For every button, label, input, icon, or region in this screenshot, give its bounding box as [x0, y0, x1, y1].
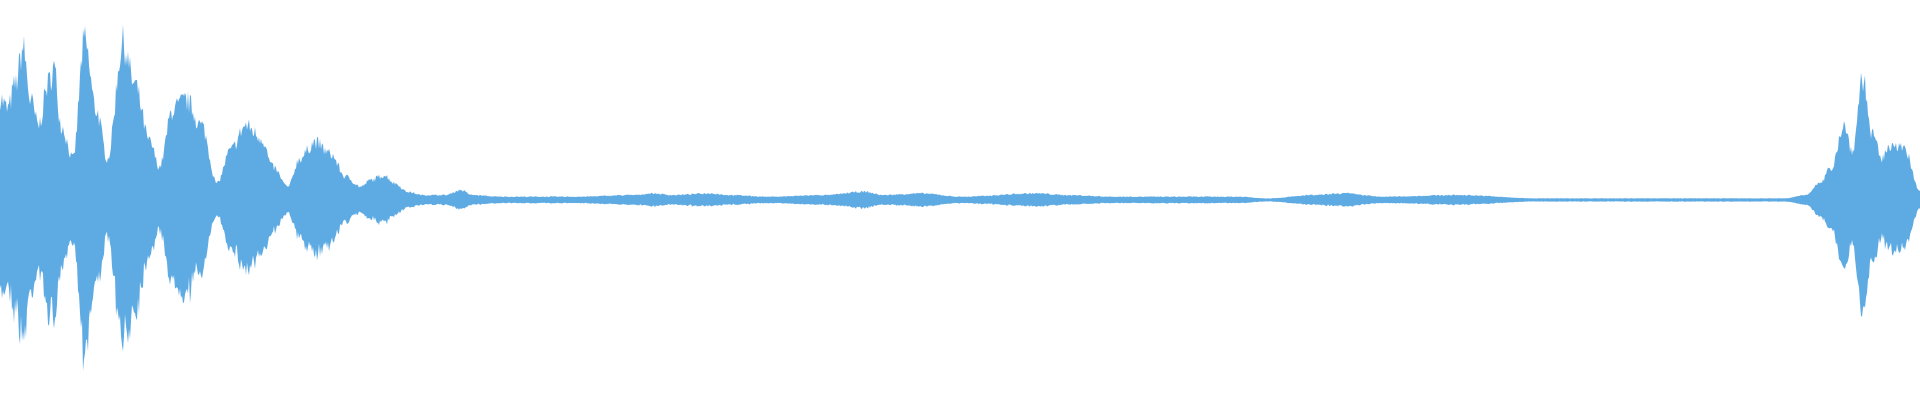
waveform-fill — [0, 24, 1920, 371]
